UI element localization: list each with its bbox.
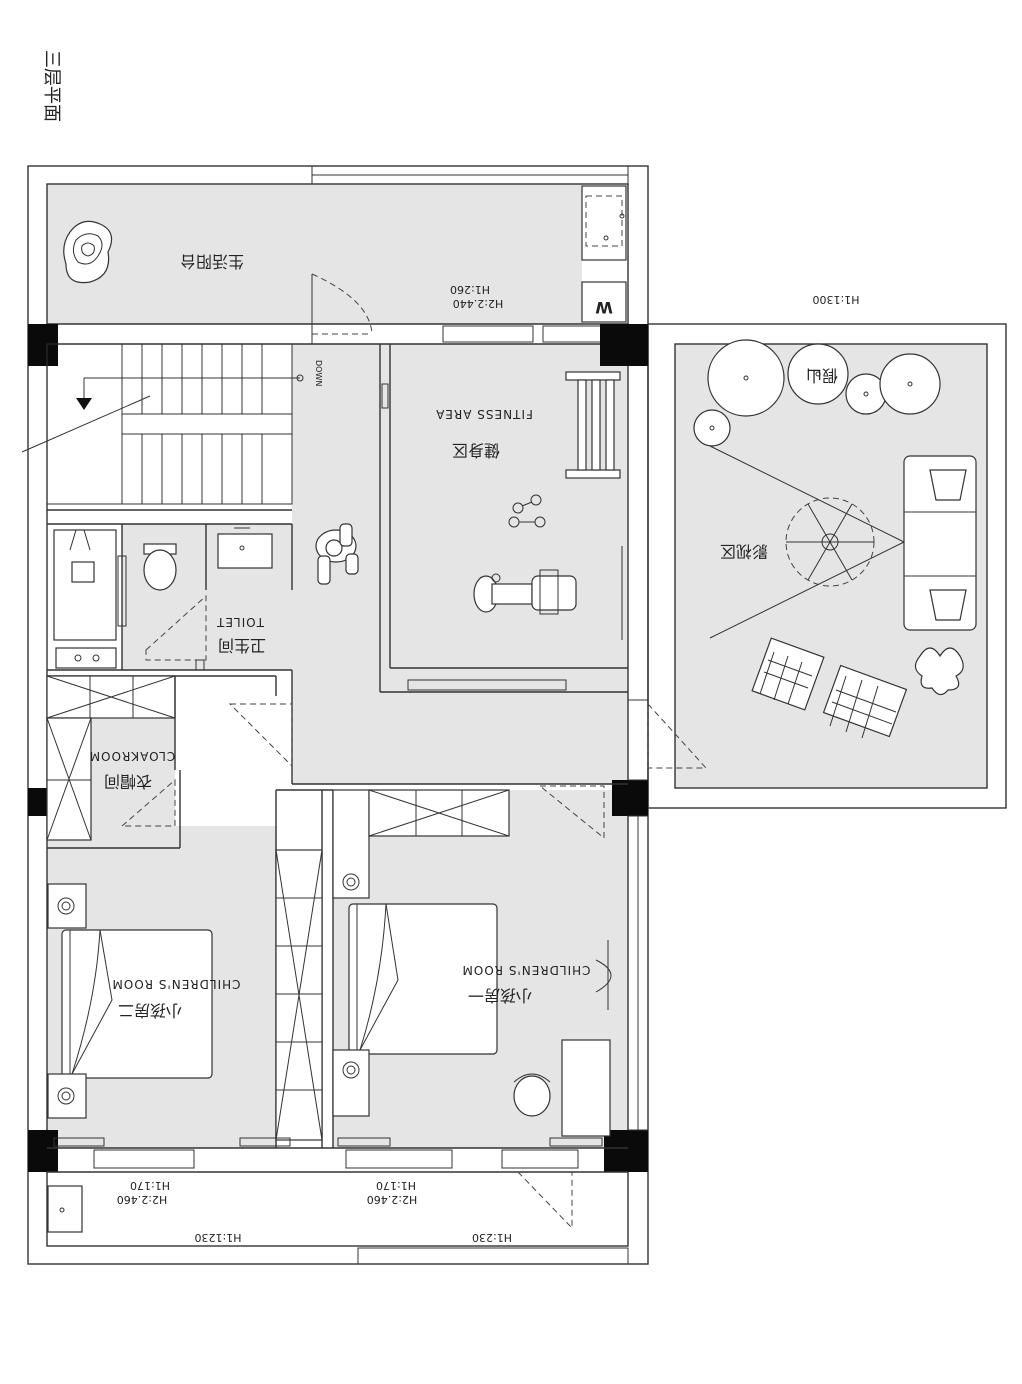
nightstand bbox=[47, 883, 87, 929]
bottom-left-h1b: H1:1230 bbox=[195, 1231, 242, 1244]
washer bbox=[581, 281, 627, 323]
child2-label-en: CHILDREN'S ROOM bbox=[111, 977, 240, 991]
bathtub bbox=[53, 529, 117, 641]
viewing-area bbox=[709, 445, 905, 639]
viewing-label: 影视区 bbox=[720, 542, 768, 561]
wash-basin bbox=[217, 527, 273, 569]
terrace-inner-wall bbox=[674, 343, 988, 789]
radiator bbox=[239, 1137, 291, 1147]
balcony-h2: H2:2.440 bbox=[453, 297, 503, 310]
bottom-left-h1: H1:170 bbox=[130, 1179, 170, 1192]
bottom-right-h1: H1:230 bbox=[472, 1231, 512, 1244]
laundry-sink bbox=[47, 1185, 83, 1233]
terrace-wall bbox=[647, 323, 1007, 809]
balcony-floor bbox=[47, 184, 582, 324]
bottom-window bbox=[501, 1149, 579, 1169]
fitness-label-cn: 健身区 bbox=[452, 441, 500, 460]
child1-door bbox=[538, 785, 605, 840]
bottom-mid-h2: H2:2.460 bbox=[367, 1193, 417, 1206]
plan-title: 三层平面 bbox=[41, 50, 62, 122]
desk-unit bbox=[332, 789, 370, 899]
bottom-mid-h1: H1:170 bbox=[376, 1179, 416, 1192]
weight-rack bbox=[565, 371, 621, 479]
toilet-label-en: TOILET bbox=[216, 615, 265, 629]
child1-label-cn: 小孩房一 bbox=[468, 986, 532, 1005]
bottom-window bbox=[345, 1149, 453, 1169]
bottom-left-h2: H2:2.460 bbox=[117, 1193, 167, 1206]
corridor-floor-2 bbox=[292, 668, 628, 784]
desk-lamp bbox=[595, 940, 612, 1010]
floor-cushion bbox=[822, 664, 908, 739]
toilet-door bbox=[145, 594, 207, 661]
down-label: DOWN bbox=[314, 360, 323, 386]
corridor-door bbox=[228, 703, 293, 768]
fitness-label-en: FITNESS AREA bbox=[435, 407, 533, 421]
dumbbells bbox=[508, 494, 546, 528]
window-fitness-top bbox=[442, 325, 534, 343]
child2-label-cn: 小孩房二 bbox=[118, 1001, 182, 1020]
cloak-label-cn: 衣帽间 bbox=[104, 772, 152, 791]
exercise-bike bbox=[473, 569, 577, 615]
desk-chair bbox=[513, 1073, 551, 1117]
column bbox=[612, 780, 648, 816]
radiator bbox=[337, 1137, 391, 1147]
nightstand bbox=[332, 1049, 370, 1117]
column bbox=[28, 1130, 58, 1172]
bed-child2 bbox=[61, 929, 213, 1079]
nightstand bbox=[47, 1073, 87, 1119]
radiator bbox=[53, 1137, 105, 1147]
terrace-door bbox=[647, 702, 708, 769]
toilet-bowl bbox=[143, 543, 177, 591]
balcony-label: 生活阳台 bbox=[180, 252, 244, 271]
column bbox=[604, 1130, 648, 1172]
staircase bbox=[21, 343, 304, 505]
study-desk bbox=[561, 1039, 611, 1137]
terrace-h1: H1:1300 bbox=[813, 293, 860, 306]
cloak-door bbox=[120, 778, 176, 827]
radiator bbox=[549, 1137, 603, 1147]
sink-unit bbox=[581, 185, 627, 261]
column bbox=[600, 324, 648, 366]
washer-label: W bbox=[595, 298, 613, 317]
decor-pattern bbox=[914, 647, 964, 696]
balcony-plant bbox=[63, 220, 113, 284]
column bbox=[28, 324, 58, 366]
cloak-label-en: CLOAKROOM bbox=[89, 749, 176, 763]
fitness-floor bbox=[390, 344, 628, 668]
person-figure bbox=[315, 523, 359, 585]
toilet-label-cn: 卫生间 bbox=[218, 636, 266, 655]
floor-cushion bbox=[751, 637, 825, 711]
rockery-shrubs bbox=[693, 339, 941, 447]
bottom-window bbox=[93, 1149, 195, 1169]
bottom-door bbox=[517, 1171, 573, 1230]
bed-child1 bbox=[348, 903, 498, 1055]
rockery-label: 假山 bbox=[806, 366, 838, 385]
bottom-outer-window bbox=[357, 1247, 629, 1265]
balcony-h1: H1:260 bbox=[450, 283, 490, 296]
sofa bbox=[903, 455, 977, 631]
child1-label-en: CHILDREN'S ROOM bbox=[461, 963, 590, 977]
